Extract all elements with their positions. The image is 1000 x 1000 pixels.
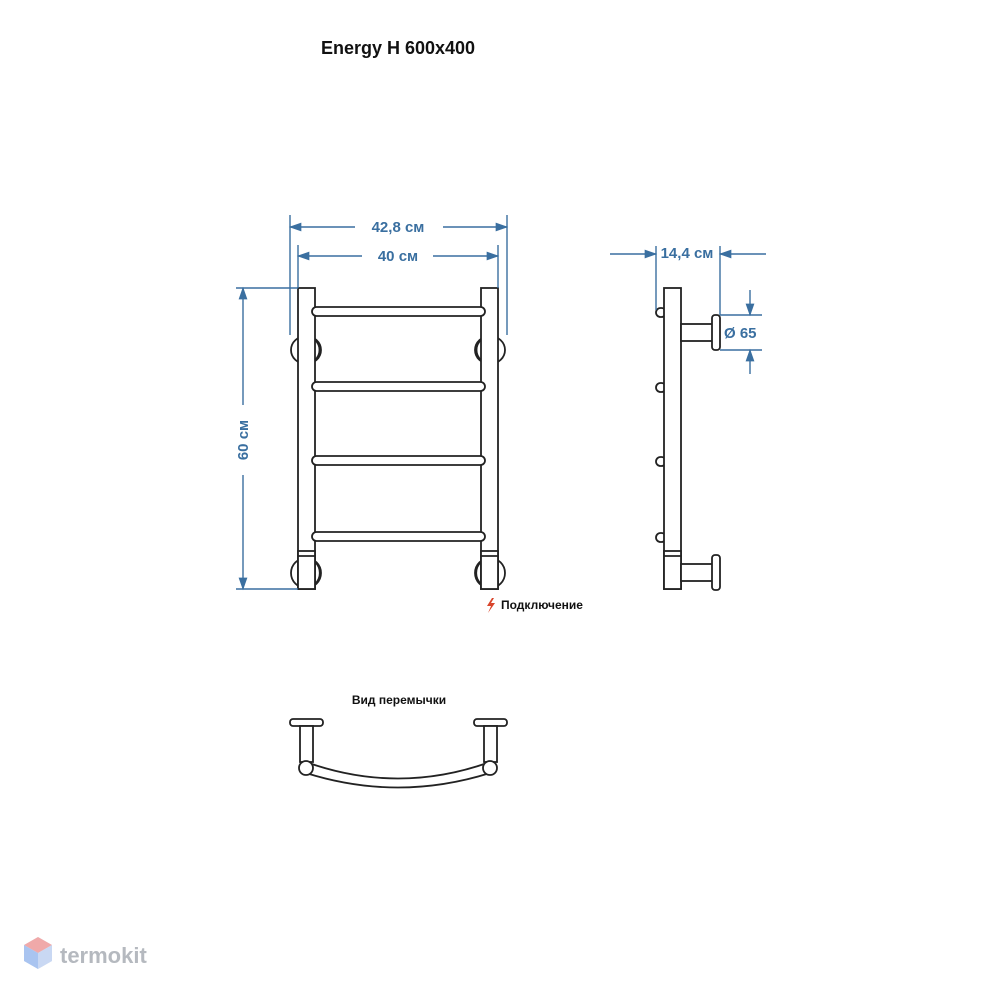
depth-label: 14,4 см: [661, 245, 714, 262]
rung: [311, 306, 486, 317]
bottom-wall-flange: [711, 554, 721, 591]
top-wall-flange: [711, 314, 721, 351]
front-view: [290, 287, 506, 590]
right-post: [480, 287, 499, 590]
rung: [311, 455, 486, 466]
side-view: [655, 287, 721, 591]
front-dimensions: [236, 215, 509, 591]
bottom-wall-bracket: [680, 563, 715, 582]
rung: [311, 381, 486, 392]
jumper-view: [289, 718, 508, 789]
side-post: [663, 287, 682, 590]
height-label: 60 см: [235, 420, 252, 460]
top-wall-bracket: [680, 323, 715, 342]
side-dimensions: [610, 246, 766, 374]
connection-label: Подключение: [501, 598, 583, 612]
inner-width-label: 40 см: [378, 248, 418, 265]
cube-logo-icon: [24, 937, 52, 969]
jumper-view-label: Вид перемычки: [352, 693, 446, 707]
rungs: [311, 306, 486, 542]
rung: [311, 531, 486, 542]
left-post: [297, 287, 316, 590]
flange-diameter-label: Ø 65: [724, 325, 757, 342]
page-title: Energy H 600x400: [321, 38, 475, 58]
lightning-icon: [487, 598, 495, 613]
overall-width-label: 42,8 см: [372, 219, 425, 236]
brand-name: termokit: [60, 943, 147, 968]
